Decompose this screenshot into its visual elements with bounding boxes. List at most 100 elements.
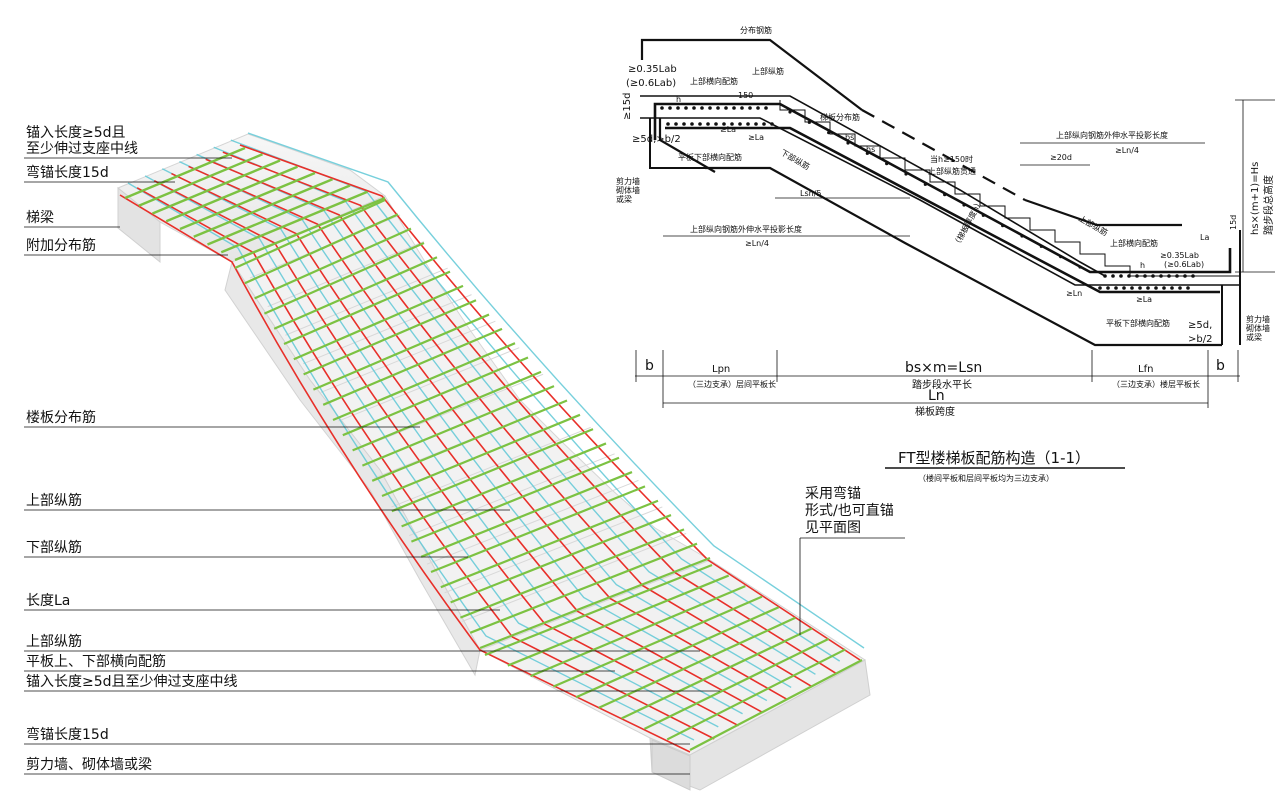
lbl-v5d: ≥5d,>b/2 (632, 134, 681, 145)
lbl-ln-r: ≥Ln (1066, 289, 1082, 298)
rebar-dot (1001, 224, 1005, 228)
lbl-d5-r: ≥5d, (1188, 320, 1212, 331)
lbl-d15-r: 15d (1229, 215, 1238, 230)
rebar-dot (1106, 286, 1110, 290)
dim-lpn-note: （三边支承）层间平板长 (688, 379, 776, 389)
distribution-bar (234, 198, 386, 270)
rebar-dot (698, 122, 702, 126)
lbl-hs: hs (866, 145, 875, 154)
lbl-lsn5: Lsn/5 (800, 189, 821, 198)
section-labels: 分布钢筋 ≥0.35Lab (≥0.6Lab) 上部纵筋 上部横向配筋 150 … (616, 25, 1275, 483)
rebar-dot (962, 203, 966, 207)
left-label: 弯锚长度15d (26, 726, 109, 743)
step-edge (462, 532, 687, 622)
distribution-bar (552, 595, 763, 688)
distribution-bar (312, 313, 490, 391)
step-edge (285, 267, 448, 336)
lbl-la1: ≥La (720, 125, 736, 134)
distribution-bar (391, 428, 594, 513)
distribution-bar (479, 556, 711, 650)
distribution-bar (322, 327, 503, 406)
rebar-dot (1135, 274, 1139, 278)
rebar-dot (764, 106, 768, 110)
rebar-dot (730, 122, 734, 126)
stair-3d-view (117, 132, 871, 791)
distribution-bar (401, 442, 607, 528)
step-edge (302, 294, 472, 365)
rebar-dot (1167, 274, 1171, 278)
stair-flight-side (224, 260, 481, 677)
lbl-la2: ≥La (748, 133, 764, 142)
distribution-bar (254, 227, 412, 300)
distribution-bar (469, 542, 698, 634)
lbl-dim150: 150 (738, 91, 753, 100)
left-label: 平板上、下部横向配筋 (26, 653, 166, 670)
left-label: 梯梁 (26, 210, 54, 226)
section-subtitle: （楼间平板和层间平板均为三边支承） (918, 473, 1054, 483)
rebar-dot (981, 213, 985, 217)
incline-bottom-left (658, 118, 716, 173)
step-edge (320, 320, 496, 393)
distribution-bar (263, 241, 425, 315)
distribution-bar (530, 585, 746, 678)
left-label: 锚入长度≥5d且至少伸过支座中线 (26, 674, 238, 690)
lbl-wall-left-1: 剪力墙 (616, 176, 640, 186)
rebar-dot (748, 106, 752, 110)
rebar-dot (690, 122, 694, 126)
rebar-dot (1151, 274, 1155, 278)
distribution-bar (575, 606, 780, 699)
lbl-upper-trans-r: 上部横向配筋 (1110, 238, 1158, 248)
rebar-dot (904, 172, 908, 176)
lbl-wall-right-1: 剪力墙 (1246, 314, 1270, 324)
rebar-dot (1119, 274, 1123, 278)
longitudinal-bar (153, 180, 739, 727)
top-bar (179, 160, 768, 702)
distribution-bar (621, 627, 813, 720)
left-wall (649, 118, 705, 169)
section-1-1 (635, 38, 1275, 469)
left-label-group: 锚入长度≥5d且至少伸过支座中线弯锚长度15d梯梁附加分布筋楼板分布筋上部纵筋下… (24, 125, 720, 775)
rebar-dot (1127, 274, 1131, 278)
dim-lfn-note: （三边支承）楼层平板长 (1112, 379, 1200, 389)
lbl-anchor-r: ≥0.35Lab (1160, 251, 1199, 260)
distribution-bar (352, 370, 542, 452)
rebar-dot (1154, 286, 1158, 290)
rebar-dot (1162, 286, 1166, 290)
section-steps (779, 100, 1240, 277)
distribution-bar (440, 499, 659, 589)
lbl-wall-left-3: 或梁 (616, 194, 632, 204)
rebar-dot (1170, 286, 1174, 290)
rebar-dot (846, 141, 850, 145)
left-label: 弯锚长度15d (26, 164, 109, 181)
distribution-bar (410, 456, 620, 543)
distribution-bar (342, 356, 529, 437)
rebar-dot (754, 122, 758, 126)
rebar-dot (676, 106, 680, 110)
rebar-dot (1143, 274, 1147, 278)
rebar-dot (684, 106, 688, 110)
longitudinal-bar (222, 151, 837, 674)
rebar-dot (714, 122, 718, 126)
rebar-dot (885, 162, 889, 166)
distribution-bar (303, 299, 477, 376)
lbl-hs-total: hs×(m+1)=Hs (1250, 162, 1261, 235)
rebar-dot (724, 106, 728, 110)
rebar-dot (746, 122, 750, 126)
distribution-bar (193, 178, 333, 238)
rebar-dot (738, 122, 742, 126)
distribution-bar (124, 146, 246, 200)
rebar-dot (722, 122, 726, 126)
rebar-dot (865, 151, 869, 155)
longitudinal-bar (171, 172, 764, 714)
rebar-dot (1175, 274, 1179, 278)
top-bar (196, 153, 792, 689)
dim-lpn: Lpn (712, 364, 730, 375)
rebar-dot (756, 106, 760, 110)
rebar-dot (700, 106, 704, 110)
rebar-dot (692, 106, 696, 110)
lbl-h: h (676, 95, 681, 104)
right-note: 采用弯锚 形式/也可直锚 见平面图 (799, 485, 905, 635)
lbl-la-r2: ≥La (1136, 295, 1152, 304)
lbl-lower-trans: 平板下部横向配筋 (678, 152, 742, 162)
